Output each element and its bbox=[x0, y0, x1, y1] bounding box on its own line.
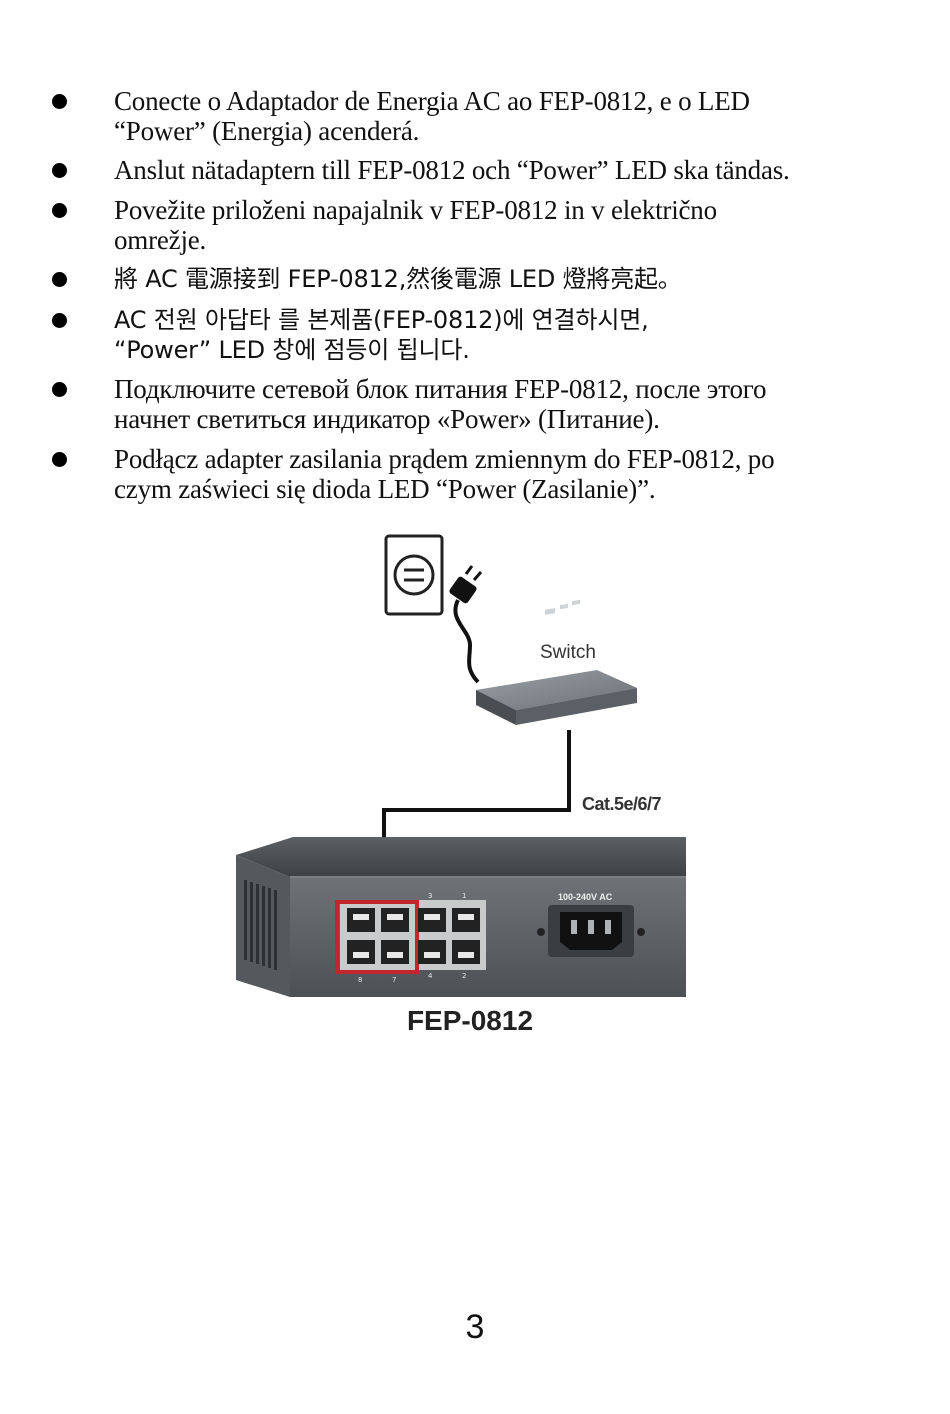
bullet-icon bbox=[52, 163, 67, 178]
instruction-text: Подключите сетевой блок питания FEP-0812… bbox=[114, 374, 767, 434]
bullet-icon bbox=[52, 272, 67, 287]
instruction-text: Conecte o Adaptador de Energia AC ao FEP… bbox=[114, 86, 750, 146]
instruction-text: 將 AC 電源接到 FEP-0812,然後電源 LED 燈將亮起。 bbox=[114, 265, 682, 293]
power-rating-label: 100-240V AC bbox=[558, 892, 613, 902]
bullet-icon bbox=[52, 452, 67, 467]
ethernet-ports: 3 1 4 2 8 7 bbox=[335, 892, 486, 984]
bullet-icon bbox=[52, 382, 67, 397]
instruction-text: Povežite priloženi napajalnik v FEP-0812… bbox=[114, 195, 717, 255]
port-number: 1 bbox=[462, 892, 466, 900]
port-number: 3 bbox=[428, 892, 432, 900]
bullet-icon bbox=[52, 313, 67, 328]
instruction-text: AC 전원 아답타 를 본제품(FEP-0812)에 연결하시면, “Power… bbox=[114, 306, 649, 364]
page-number: 3 bbox=[465, 1308, 485, 1346]
cable-label: Cat.5e/6/7 bbox=[582, 794, 662, 814]
connection-diagram: Switch Cat.5e/6/7 bbox=[236, 534, 686, 1036]
bullet-icon bbox=[52, 94, 67, 109]
instruction-text: Anslut nätadaptern till FEP-0812 och “Po… bbox=[114, 155, 790, 185]
port-number: 4 bbox=[428, 972, 433, 980]
power-inlet-icon: 100-240V AC bbox=[537, 892, 645, 957]
port-number: 8 bbox=[358, 976, 362, 984]
highlighted-ports bbox=[335, 900, 419, 974]
device-label: FEP-0812 bbox=[407, 1005, 533, 1036]
outlet-icon bbox=[384, 534, 444, 616]
port-number: 7 bbox=[392, 976, 396, 984]
switch-device bbox=[476, 599, 637, 725]
instruction-text: Podłącz adapter zasilania prądem zmienny… bbox=[114, 444, 775, 504]
bullet-icon bbox=[52, 203, 67, 218]
port-number: 2 bbox=[462, 972, 466, 980]
switch-label: Switch bbox=[540, 642, 596, 663]
power-plug-icon bbox=[449, 565, 483, 684]
